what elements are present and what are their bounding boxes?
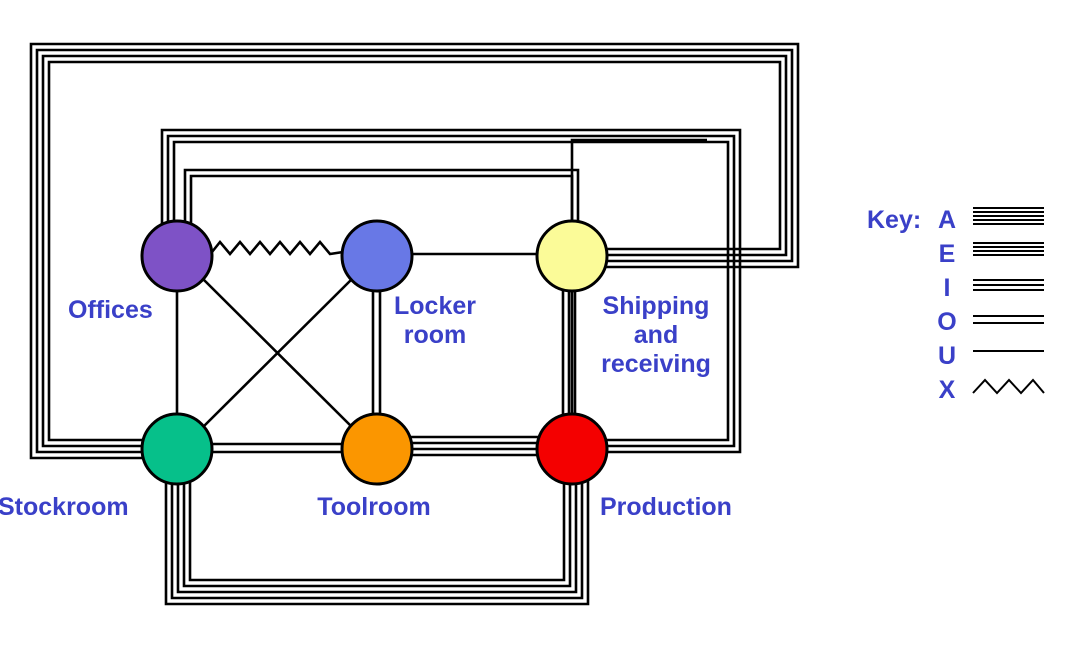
link-toolroom-production <box>411 435 540 457</box>
shipping-label-line2: and <box>634 321 678 349</box>
link-stockroom-shipping <box>29 42 800 460</box>
locker-room-label-line1: Locker <box>394 292 476 320</box>
toolroom-label: Toolroom <box>317 493 430 521</box>
legend-swatch-i <box>973 279 1044 291</box>
legend-title: Key: <box>867 206 921 234</box>
legend-rating-e: E <box>939 240 956 268</box>
legend-rating-i: I <box>944 274 951 302</box>
legend-swatch-e <box>973 242 1044 256</box>
production-node <box>535 412 609 486</box>
link-offices-production <box>160 128 742 454</box>
production-label: Production <box>600 493 732 521</box>
shipping-label-line3: receiving <box>601 350 711 378</box>
shipping-receiving-node <box>535 219 609 293</box>
shipping-label-line1: Shipping <box>603 292 710 320</box>
link-offices-locker <box>210 239 344 257</box>
toolroom-node <box>340 412 414 486</box>
legend-rating-x: X <box>939 376 956 404</box>
link-stockroom-production <box>164 475 590 606</box>
legend: Key: A E I O U X <box>867 206 1045 404</box>
legend-rating-o: O <box>937 308 956 336</box>
locker-room-node <box>340 219 414 293</box>
legend-rating-u: U <box>938 342 956 370</box>
locker-room-label-line2: room <box>404 321 467 349</box>
stockroom-label: Stockroom <box>0 493 129 521</box>
legend-rating-a: A <box>938 206 956 234</box>
link-locker-toolroom <box>371 290 382 415</box>
offices-label: Offices <box>68 296 153 324</box>
link-production-right <box>570 138 707 430</box>
link-stockroom-toolroom <box>210 442 346 454</box>
link-shipping-production <box>561 290 577 418</box>
legend-swatch-x <box>972 378 1045 395</box>
stockroom-node <box>140 412 214 486</box>
link-offices-shipping <box>183 168 580 240</box>
link-diagonals <box>199 275 356 431</box>
legend-swatch-o <box>973 315 1044 324</box>
offices-node <box>140 219 214 293</box>
legend-swatch-a <box>973 207 1044 225</box>
